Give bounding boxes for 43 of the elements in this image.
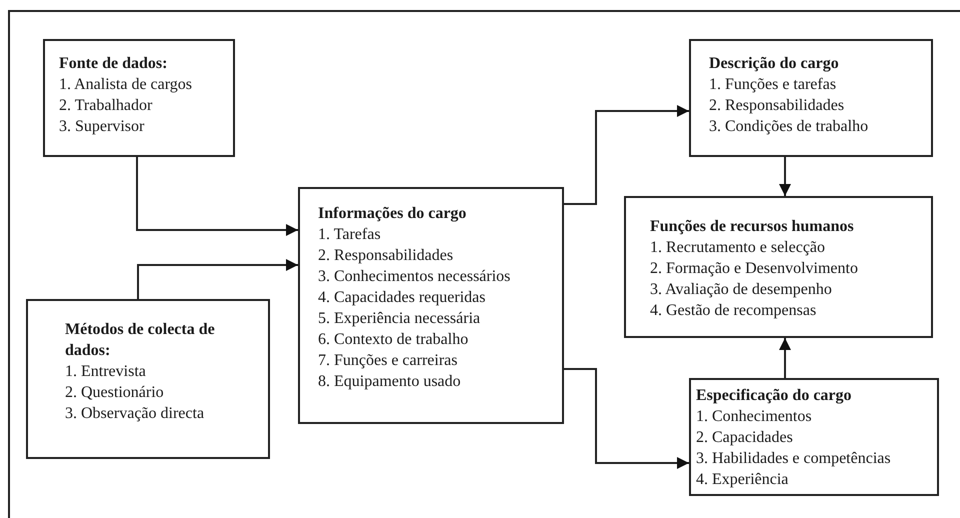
list-item: 1. Recrutamento e selecção [650,238,826,258]
box-heading: Especificação do cargo [696,386,852,406]
box-heading: Informações do cargo [318,204,466,224]
process-box [624,196,933,338]
list-item: 1. Conhecimentos [696,407,812,427]
arrow [137,259,298,299]
process-box [26,299,270,459]
box-heading: Funções de recursos humanos [650,217,854,237]
list-item: 8. Equipamento usado [318,372,461,392]
list-item: 1. Tarefas [318,225,381,245]
list-item: 4. Experiência [696,470,788,490]
list-item: 6. Contexto de trabalho [318,330,468,350]
process-box [298,187,564,424]
arrow [564,105,689,205]
list-item: 1. Funções e tarefas [709,75,836,95]
list-item: 1. Entrevista [65,362,146,382]
list-item: 3. Condições de trabalho [709,117,868,137]
box-heading: Métodos de colecta de dados: [65,320,216,361]
list-item: 3. Conhecimentos necessários [318,267,510,287]
process-box [689,39,933,157]
box-heading: Descrição do cargo [709,54,839,74]
list-item: 2. Capacidades [696,428,793,448]
arrow [779,338,791,378]
arrow [564,368,689,469]
box-heading: Fonte de dados: [59,54,168,74]
list-item: 1. Analista de cargos [59,75,192,95]
process-box [43,39,235,157]
list-item: 3. Habilidades e competências [696,449,891,469]
list-item: 2. Responsabilidades [318,246,454,266]
list-item: 3. Supervisor [59,117,144,137]
list-item: 3. Avaliação de desempenho [650,280,832,300]
list-item: 2. Responsabilidades [709,96,844,116]
list-item: 5. Experiência necessária [318,309,480,329]
arrow [779,157,791,196]
list-item: 4. Capacidades requeridas [318,288,486,308]
list-item: 2. Questionário [65,383,164,403]
list-item: 7. Funções e carreiras [318,351,458,371]
arrow [136,157,298,236]
list-item: 2. Formação e Desenvolvimento [650,259,858,279]
list-item: 2. Trabalhador [59,96,152,116]
list-item: 3. Observação directa [65,404,204,424]
list-item: 4. Gestão de recompensas [650,301,816,321]
process-box [689,378,939,496]
